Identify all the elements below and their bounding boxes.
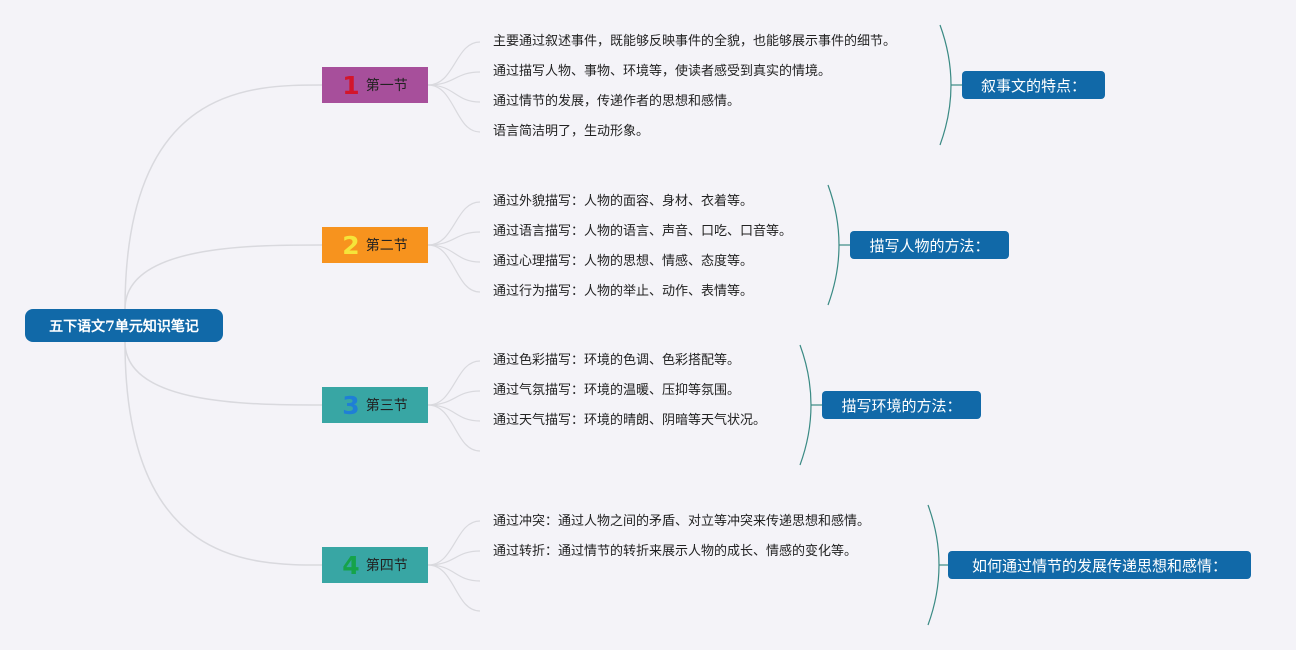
summary-node-2[interactable]: 描写人物的方法： — [850, 231, 1009, 259]
section-number-2: 2 — [342, 230, 360, 260]
detail-item[interactable]: 通过冲突：通过人物之间的矛盾、对立等冲突来传递思想和感情。 — [493, 514, 871, 529]
section-label-3: 第三节 — [365, 398, 408, 414]
root-connector — [124, 84, 323, 310]
detail-item[interactable]: 通过行为描写：人物的举止、动作、表情等。 — [493, 284, 754, 299]
section-connector — [427, 520, 481, 566]
section-connector — [427, 84, 481, 133]
detail-item[interactable]: 通过情节的发展，传递作者的思想和感情。 — [493, 94, 741, 109]
root-connector — [124, 244, 323, 310]
section-label-4: 第四节 — [365, 558, 408, 574]
section-number-3: 3 — [342, 390, 360, 420]
section-connector — [427, 84, 481, 103]
section-connector — [427, 41, 481, 86]
section-node-2[interactable]: 2 第二节 — [322, 227, 428, 263]
section-node-3[interactable]: 3 第三节 — [322, 387, 428, 423]
detail-item[interactable]: 通过转折：通过情节的转折来展示人物的成长、情感的变化等。 — [493, 544, 858, 559]
section-connector — [427, 404, 481, 422]
section-connector — [427, 390, 481, 406]
section-connector — [427, 404, 481, 452]
section-node-4[interactable]: 4 第四节 — [322, 547, 428, 583]
summary-bracket — [927, 504, 940, 626]
detail-item[interactable]: 通过天气描写：环境的晴朗、阴暗等天气状况。 — [493, 413, 767, 428]
detail-item[interactable]: 语言简洁明了，生动形象。 — [493, 124, 650, 139]
detail-item[interactable]: 通过色彩描写：环境的色调、色彩搭配等。 — [493, 353, 741, 368]
section-connector — [427, 244, 481, 293]
section-connector — [427, 231, 481, 246]
summary-bracket — [799, 344, 812, 466]
summary-bracket — [939, 24, 952, 146]
section-connector — [427, 360, 481, 406]
section-label-2: 第二节 — [365, 238, 408, 254]
detail-item[interactable]: 通过语言描写：人物的语言、声音、口吃、口音等。 — [493, 224, 793, 239]
summary-node-1[interactable]: 叙事文的特点： — [962, 71, 1105, 99]
section-number-1: 1 — [342, 70, 360, 100]
summary-node-4[interactable]: 如何通过情节的发展传递思想和感情： — [948, 551, 1251, 579]
detail-item[interactable]: 通过外貌描写：人物的面容、身材、衣着等。 — [493, 194, 754, 209]
root-connector — [124, 341, 323, 566]
summary-bracket — [827, 184, 840, 306]
section-connector — [427, 564, 481, 612]
detail-item[interactable]: 通过心理描写：人物的思想、情感、态度等。 — [493, 254, 754, 269]
detail-item[interactable]: 通过气氛描写：环境的温暖、压抑等氛围。 — [493, 383, 741, 398]
detail-item[interactable]: 通过描写人物、事物、环境等，使读者感受到真实的情境。 — [493, 64, 832, 79]
section-connector — [427, 71, 481, 86]
section-connector — [427, 201, 481, 246]
section-connector — [427, 564, 481, 582]
root-connector — [124, 341, 323, 406]
section-label-1: 第一节 — [365, 78, 408, 94]
section-connector — [427, 550, 481, 566]
detail-item[interactable]: 主要通过叙述事件，既能够反映事件的全貌，也能够展示事件的细节。 — [493, 34, 897, 49]
root-node[interactable]: 五下语文7单元知识笔记 — [25, 309, 223, 342]
summary-node-3[interactable]: 描写环境的方法： — [822, 391, 981, 419]
section-number-4: 4 — [342, 550, 360, 580]
section-connector — [427, 244, 481, 263]
section-node-1[interactable]: 1 第一节 — [322, 67, 428, 103]
